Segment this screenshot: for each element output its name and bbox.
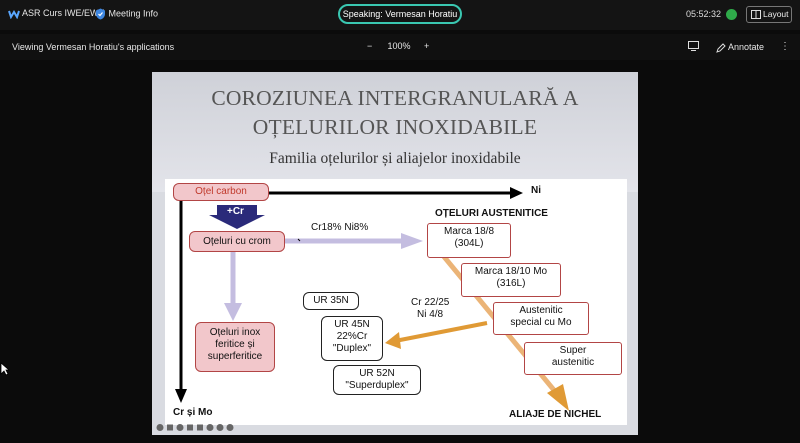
speaking-indicator: Speaking: Vermesan Horatiu: [338, 4, 462, 24]
plus-cr-arrow: [209, 205, 265, 229]
marca-18-10-line2: (316L): [496, 278, 526, 289]
ferritic-line2: feritice și: [215, 339, 255, 350]
austenitic-line2: special cu Mo: [510, 317, 572, 328]
slide-subtitle: Familia oțelurilor și aliajelor inoxidab…: [269, 150, 521, 167]
cr18-ni8-label: Cr18% Ni8%: [311, 222, 369, 233]
ur-35n-box: UR 35N: [303, 292, 359, 310]
marca-18-10-line1: Marca 18/10 Mo: [474, 266, 548, 277]
ni-axis-label: Ni: [531, 185, 541, 196]
super-austenitic-line1: Super: [559, 345, 587, 356]
steel-family-diagram: Oțel carbon Ni +Cr OȚELURI AUSTENITICE O…: [165, 179, 627, 425]
slide-title-line1: COROZIUNEA INTERGRANULARĂ A: [211, 86, 579, 110]
marca-18-10-mo-box: Marca 18/10 Mo (316L): [461, 263, 561, 297]
marca-18-8-line2: (304L): [454, 238, 484, 249]
cr22-line2: Ni 4/8: [417, 309, 444, 320]
marca-18-8-line1: Marca 18/8: [443, 226, 495, 237]
ur45-line3: "Duplex": [332, 343, 372, 354]
super-austenitic-box: Super austenitic: [524, 342, 622, 375]
zoom-out-button[interactable]: −: [367, 41, 373, 51]
mouse-cursor-icon: [0, 362, 10, 376]
marca-18-8-box: Marca 18/8 (304L): [427, 223, 511, 258]
otel-carbon-box: Oțel carbon: [173, 183, 269, 201]
ur45-line2: 22%Cr: [336, 331, 368, 342]
to-duplex-arrow: [394, 321, 488, 343]
layout-button[interactable]: Layout: [746, 6, 792, 23]
annotate-button[interactable]: Annotate: [716, 42, 764, 53]
ferritic-line3: superferitice: [207, 351, 263, 362]
zoom-in-button[interactable]: +: [424, 41, 430, 51]
ur45-line1: UR 45N: [334, 319, 370, 330]
slide-title-band: [152, 72, 638, 192]
connection-status-icon: [726, 9, 737, 20]
meeting-info-label: Meeting Info: [108, 8, 159, 19]
ferritic-steels-box: Oțeluri inox feritice și superferitice: [195, 322, 275, 372]
meeting-timer: 05:52:32: [686, 9, 722, 19]
more-options-icon[interactable]: ⋮: [780, 41, 790, 52]
meeting-title[interactable]: ASR Curs IWE/EWE: [8, 8, 105, 19]
shared-slide: COROZIUNEA INTERGRANULARĂ A OȚELURILOR I…: [152, 72, 638, 435]
webex-icon: [8, 9, 20, 19]
zoom-level: 100%: [387, 41, 411, 51]
ur52-line2: "Superduplex": [345, 380, 409, 391]
nickel-alloys-label: ALIAJE DE NICHEL: [509, 409, 602, 420]
ur52-line1: UR 52N: [359, 368, 395, 379]
cr-mo-axis-label: Cr și Mo: [173, 407, 213, 418]
meeting-name: ASR Curs IWE/EWE: [22, 8, 105, 18]
cr22-ni4-label: Cr 22/25 Ni 4/8: [411, 297, 449, 321]
share-toolbar: Viewing Vermesan Horatiu's applications …: [0, 34, 800, 60]
share-window-icon[interactable]: [688, 41, 699, 54]
ur-45n-duplex-box: UR 45N 22%Cr "Duplex": [321, 316, 383, 361]
austenitic-line1: Austenitic: [519, 305, 563, 316]
viewing-label: Viewing Vermesan Horatiu's applications: [12, 42, 175, 52]
austenitic-steels-heading: OȚELURI AUSTENITICE: [435, 208, 548, 219]
ur-52n-superduplex-box: UR 52N "Superduplex": [333, 365, 421, 395]
austenitic-special-mo-box: Austenitic special cu Mo: [493, 302, 589, 335]
zoom-controls: − 100% +: [367, 41, 429, 51]
shield-icon: [96, 8, 105, 20]
plus-cr-label: +Cr: [227, 206, 244, 217]
meeting-info-button[interactable]: Meeting Info: [95, 8, 158, 20]
layout-label: Layout: [763, 9, 789, 19]
cr22-line1: Cr 22/25: [411, 297, 450, 308]
pen-icon: [716, 42, 726, 53]
ferritic-line1: Oțeluri inox: [209, 327, 261, 338]
top-bar: ASR Curs IWE/EWE Meeting Info Speaking: …: [0, 0, 800, 30]
slide-title-line2: OȚELURILOR INOXIDABILE: [252, 115, 538, 139]
annotate-label: Annotate: [728, 42, 765, 52]
super-austenitic-line2: austenitic: [551, 357, 595, 368]
layout-icon: [751, 10, 761, 19]
slide-playback-controls[interactable]: [156, 423, 236, 433]
chromium-steels-box: Oțeluri cu crom: [189, 231, 285, 252]
